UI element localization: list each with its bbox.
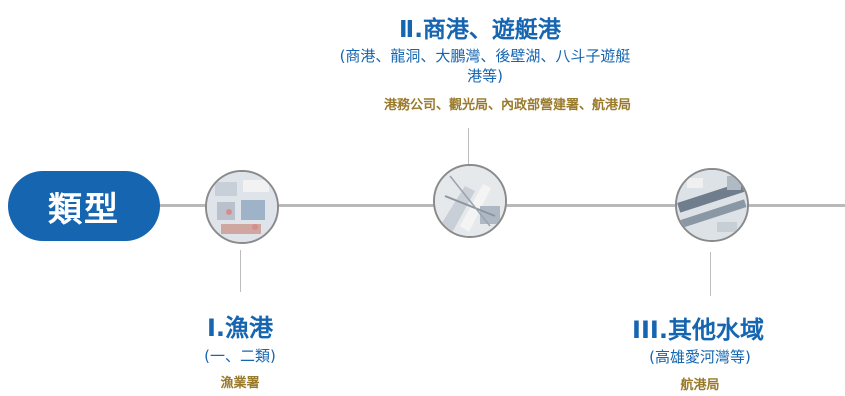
commercial-port-subtitle: (商港、龍洞、大鵬灣、後壁湖、八斗子遊艇港等): [339, 47, 631, 85]
other-waters-connector: [710, 252, 711, 296]
type-label: 類型: [8, 171, 160, 241]
fishing-port-title: Ⅰ.漁港: [206, 314, 274, 342]
fishing-port-connector: [240, 250, 241, 292]
commercial-port-agency: 港務公司、觀光局、內政部營建署、航港局: [383, 98, 631, 113]
commercial-port-aerial-photo: [433, 164, 507, 238]
commercial-port-title: Ⅱ.商港、遊艇港: [399, 17, 561, 43]
other-waters-title: III.其他水域: [632, 316, 764, 344]
other-waters-aerial-photo: [675, 168, 749, 242]
other-waters-subtitle: (高雄愛河灣等): [649, 348, 751, 366]
commercial-port-connector: [468, 128, 469, 164]
fishing-port-aerial-photo: [205, 170, 279, 244]
other-waters-agency: 航港局: [680, 378, 720, 393]
type-label-text: 類型: [48, 189, 120, 230]
fishing-port-agency: 漁業署: [220, 376, 260, 391]
fishing-port-subtitle: (一、二類): [204, 347, 276, 365]
